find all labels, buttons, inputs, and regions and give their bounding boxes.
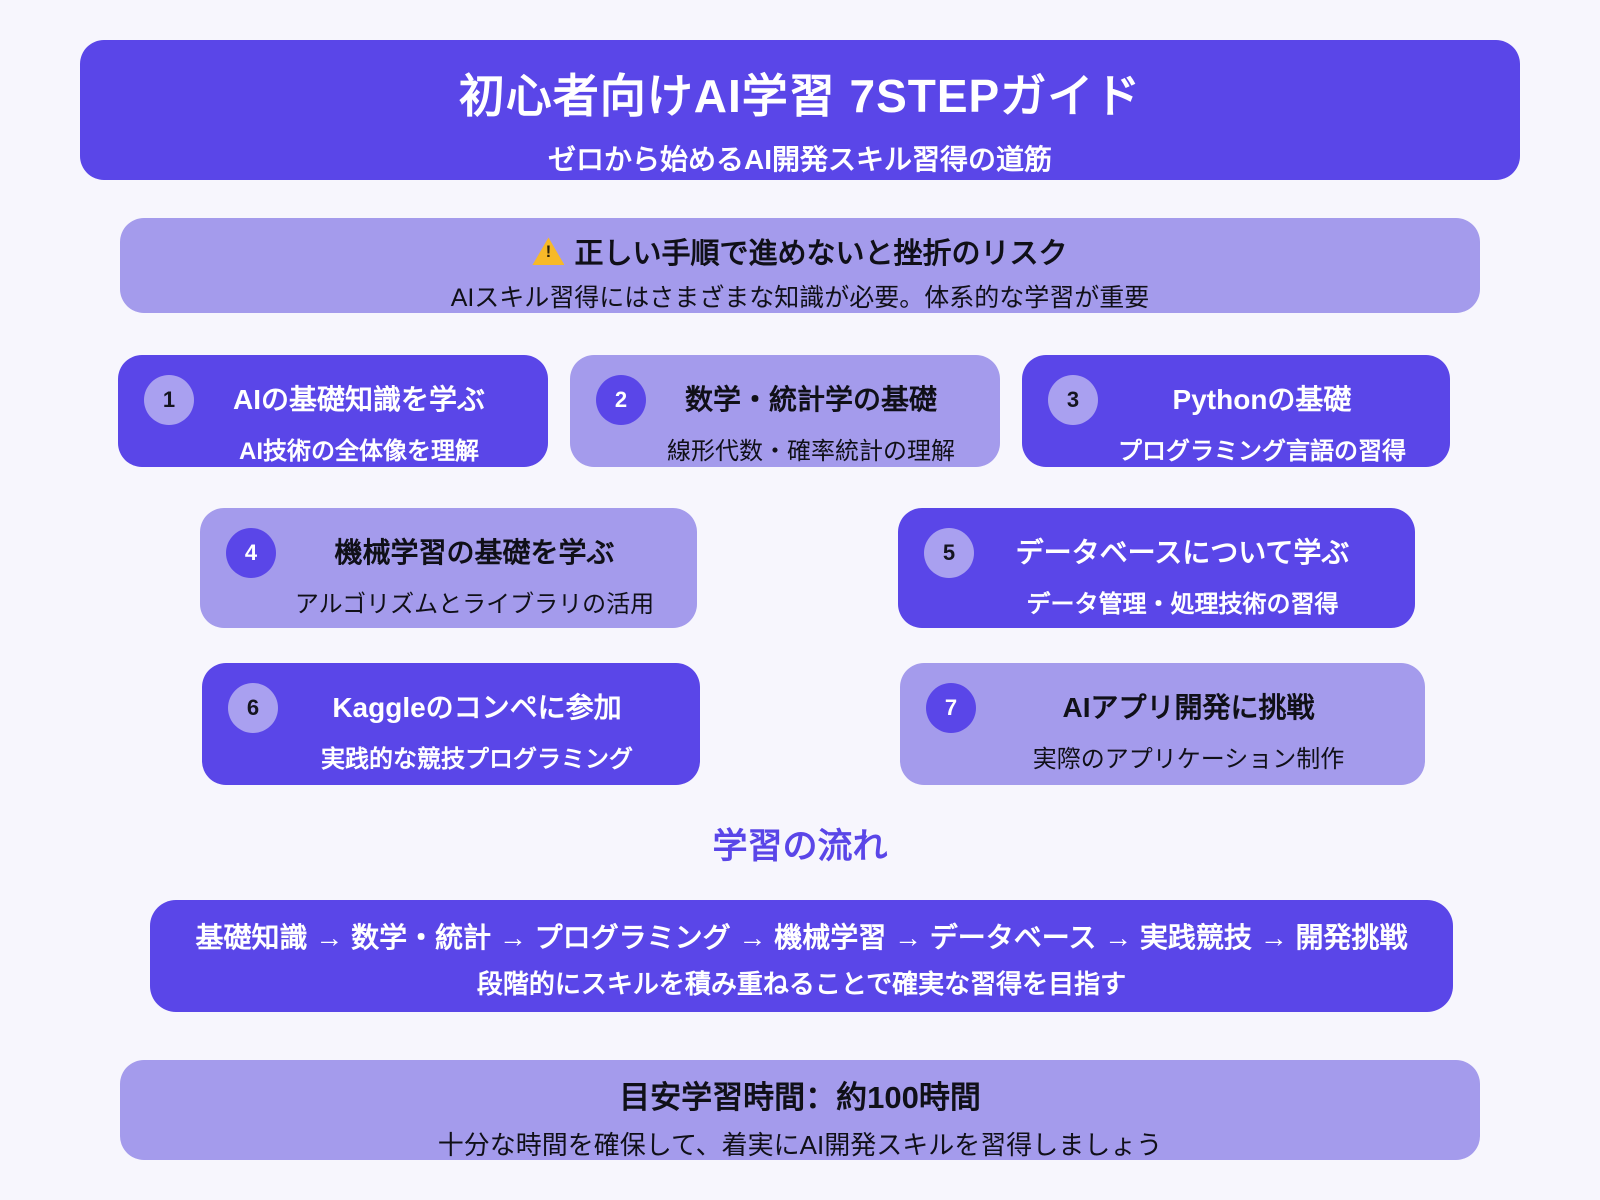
flow-box: 基礎知識 → 数学・統計 → プログラミング → 機械学習 → データベース →… bbox=[150, 900, 1453, 1012]
step-number: 5 bbox=[942, 540, 956, 565]
step-title: データベースについて学ぶ bbox=[1015, 537, 1350, 568]
step-card-5: 5 データベースについて学ぶ データ管理・処理技術の習得 bbox=[898, 508, 1415, 628]
step-number: 2 bbox=[614, 387, 628, 412]
step-card-7: 7 AIアプリ開発に挑戦 実際のアプリケーション制作 bbox=[900, 663, 1425, 785]
step-title: AIの基礎知識を学ぶ bbox=[232, 384, 485, 415]
step-card-2: 2 数学・統計学の基礎 線形代数・確率統計の理解 bbox=[570, 355, 1000, 467]
page-title: 初心者向けAI学習 7STEPガイド bbox=[458, 70, 1142, 122]
step-number: 3 bbox=[1066, 387, 1080, 412]
step-subtitle: 実際のアプリケーション制作 bbox=[1032, 746, 1345, 773]
step-subtitle: データ管理・処理技術の習得 bbox=[1026, 591, 1339, 618]
warning-subtitle: AIスキル習得にはさまざまな知識が必要。体系的な学習が重要 bbox=[450, 284, 1150, 312]
step-number-badge: 6 bbox=[228, 683, 278, 733]
step-subtitle: アルゴリズムとライブラリの活用 bbox=[294, 591, 655, 618]
step-number-badge: 1 bbox=[144, 375, 194, 425]
step-card-6: 6 Kaggleのコンペに参加 実践的な競技プログラミング bbox=[202, 663, 700, 785]
step-number-badge: 2 bbox=[596, 375, 646, 425]
flow-sequence: 基礎知識 → 数学・統計 → プログラミング → 機械学習 → データベース →… bbox=[195, 922, 1408, 953]
warning-title: 正しい手順で進めないと挫折のリスク bbox=[574, 238, 1068, 270]
flow-description: 段階的にスキルを積み重ねることで確実な習得を目指す bbox=[476, 969, 1127, 999]
footer-banner: 目安学習時間：約100時間 十分な時間を確保して、着実にAI開発スキルを習得しま… bbox=[120, 1060, 1480, 1160]
step-subtitle: プログラミング言語の習得 bbox=[1118, 438, 1406, 465]
warning-icon: ! bbox=[532, 237, 565, 265]
step-number: 7 bbox=[944, 695, 958, 720]
footer-subtitle: 十分な時間を確保して、着実にAI開発スキルを習得しましょう bbox=[437, 1130, 1163, 1160]
flow-section-title: 学習の流れ bbox=[712, 827, 888, 866]
step-subtitle: 実践的な競技プログラミング bbox=[321, 746, 633, 773]
step-title: Kaggleのコンペに参加 bbox=[332, 692, 622, 723]
step-title: AIアプリ開発に挑戦 bbox=[1062, 692, 1315, 723]
step-title: 機械学習の基礎を学ぶ bbox=[334, 537, 615, 568]
step-card-4: 4 機械学習の基礎を学ぶ アルゴリズムとライブラリの活用 bbox=[200, 508, 697, 628]
step-number-badge: 5 bbox=[924, 528, 974, 578]
step-number-badge: 7 bbox=[926, 683, 976, 733]
step-number: 1 bbox=[162, 387, 176, 412]
step-subtitle: AI技術の全体像を理解 bbox=[239, 438, 479, 465]
header-banner: 初心者向けAI学習 7STEPガイド ゼロから始めるAI開発スキル習得の道筋 bbox=[80, 40, 1520, 180]
step-title: Pythonの基礎 bbox=[1172, 384, 1352, 415]
step-number-badge: 3 bbox=[1048, 375, 1098, 425]
warning-banner: ! 正しい手順で進めないと挫折のリスク AIスキル習得にはさまざまな知識が必要。… bbox=[120, 218, 1480, 313]
step-number: 4 bbox=[244, 540, 258, 565]
step-subtitle: 線形代数・確率統計の理解 bbox=[667, 438, 955, 465]
step-title: 数学・統計学の基礎 bbox=[684, 384, 937, 415]
page-subtitle: ゼロから始めるAI開発スキル習得の道筋 bbox=[547, 144, 1052, 175]
footer-title: 目安学習時間：約100時間 bbox=[619, 1080, 981, 1115]
step-number: 6 bbox=[246, 695, 260, 720]
step-card-3: 3 Pythonの基礎 プログラミング言語の習得 bbox=[1022, 355, 1450, 467]
step-number-badge: 4 bbox=[226, 528, 276, 578]
step-card-1: 1 AIの基礎知識を学ぶ AI技術の全体像を理解 bbox=[118, 355, 548, 467]
